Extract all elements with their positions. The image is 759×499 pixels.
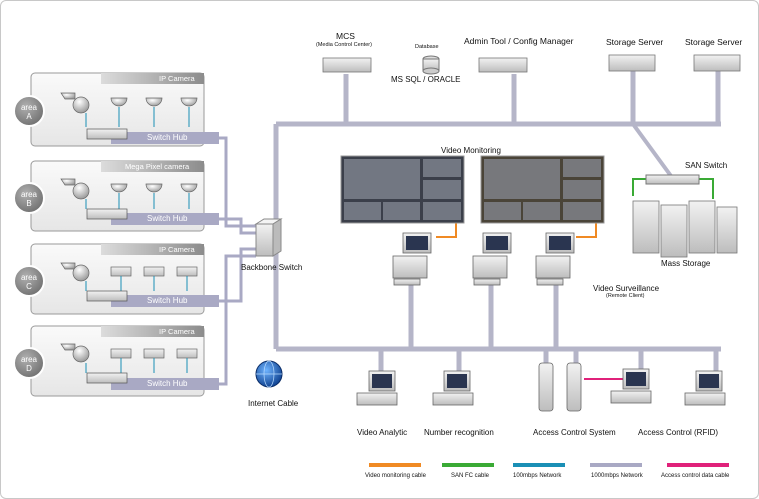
monitor-screens	[406, 236, 571, 250]
mcs-label: MCS	[336, 31, 355, 41]
mcs-sub-label: (Media Control Center)	[316, 42, 372, 48]
legend-swatch	[369, 463, 421, 467]
remote-client-label: (Remote Client)	[606, 293, 645, 299]
legend-label: SAN FC cable	[451, 473, 490, 479]
access-control-rfid-label: Access Control (RFID)	[638, 428, 719, 437]
legend-label: 100mbps Network	[513, 473, 562, 479]
backbone-switch-label: Backbone Switch	[241, 263, 303, 272]
dome-camera-icons	[110, 97, 198, 193]
storage-server-label: Storage Server	[606, 37, 664, 47]
camera-type-label: IP Camera	[159, 74, 195, 83]
ptz-camera-icons	[60, 92, 90, 363]
legend-swatch	[442, 463, 494, 467]
area-panels	[13, 72, 219, 397]
area-panel-d	[13, 325, 219, 397]
server-icons	[322, 54, 741, 73]
san-uplink	[631, 122, 673, 178]
video-surveillance-label: Video Surveillance	[593, 284, 660, 293]
camera-type-label: IP Camera	[159, 245, 195, 254]
access-gate-icons	[538, 362, 582, 412]
legend-label: 1000mbps Network	[591, 473, 643, 479]
switch-hub-label: Switch Hub	[147, 296, 188, 305]
box-camera-icons	[110, 266, 198, 359]
number-recognition-label: Number recognition	[424, 428, 494, 437]
legend-swatch	[513, 463, 565, 467]
video-monitoring-label: Video Monitoring	[441, 146, 501, 155]
area-panel-b	[13, 160, 219, 232]
legend-label: Access control data cable	[661, 473, 730, 479]
switch-hub-label: Switch Hub	[147, 379, 188, 388]
internet-globe-icon	[255, 360, 283, 388]
admin-tool-label: Admin Tool / Config Manager	[464, 36, 574, 46]
san-switch-label: SAN Switch	[685, 161, 728, 170]
legend-swatches	[369, 463, 729, 467]
video-analytic-label: Video Analytic	[357, 428, 408, 437]
storage-server-label: Storage Server	[685, 37, 743, 47]
san-switch-icon	[645, 174, 700, 185]
san-fc-cables	[632, 178, 714, 199]
switch-hub-label: Switch Hub	[147, 214, 188, 223]
mass-storage-label: Mass Storage	[661, 259, 711, 268]
switch-hub-icons	[86, 128, 128, 384]
hub-uplinks	[219, 136, 256, 386]
switch-hub-label: Switch Hub	[147, 133, 188, 142]
area-panel-c	[13, 243, 219, 315]
video-monitoring-cables	[436, 223, 597, 238]
video-wall-screens	[340, 155, 605, 224]
backbone-switch-icon	[254, 218, 283, 257]
database-icon	[422, 55, 440, 75]
camera-type-label: Mega Pixel camera	[125, 162, 190, 171]
access-control-system-label: Access Control System	[533, 428, 616, 437]
mass-storage-icon	[632, 200, 738, 258]
legend-label: Video monitoring cable	[365, 473, 426, 479]
database-label: Database	[415, 44, 439, 50]
camera-type-label: IP Camera	[159, 327, 195, 336]
internet-cable-label: Internet Cable	[248, 399, 299, 408]
db-name-label: MS SQL / ORACLE	[391, 75, 461, 84]
camera-cables	[85, 107, 190, 373]
legend-swatch	[590, 463, 642, 467]
bottom-monitor-screens	[372, 372, 719, 388]
area-panel-a	[13, 72, 219, 147]
legend-swatch	[667, 463, 729, 467]
